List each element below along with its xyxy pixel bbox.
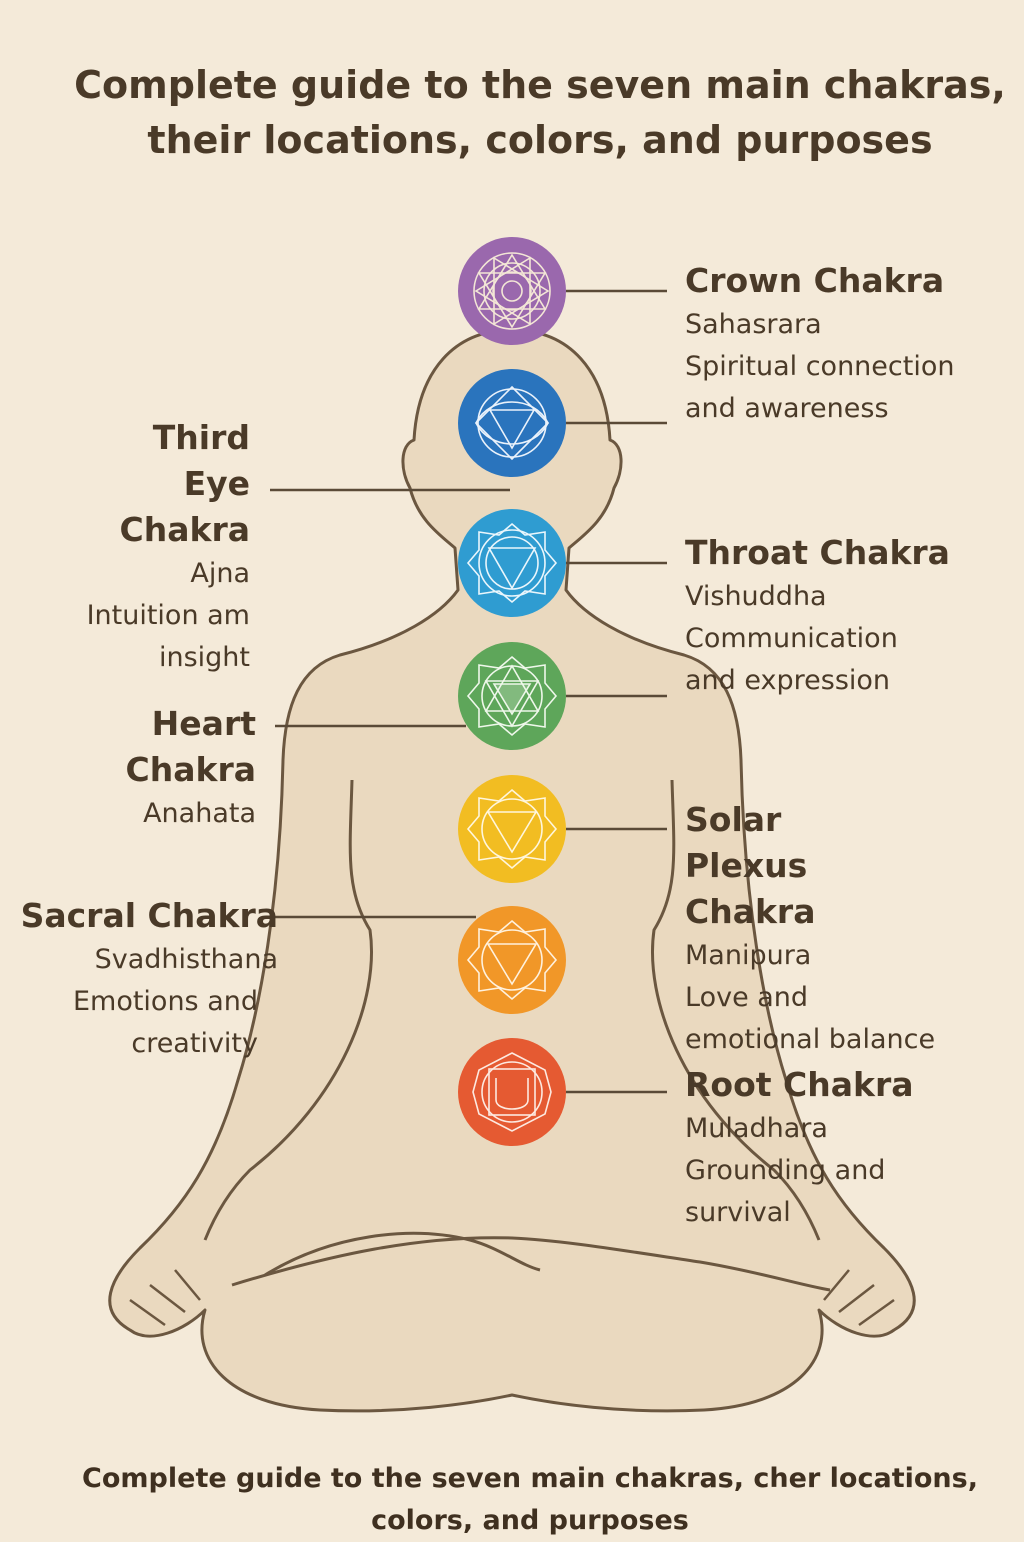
sacral-chakra-name: Sacral Chakra <box>20 896 278 935</box>
leg-fold-line <box>231 1236 831 1292</box>
heart-chakra-symbol <box>458 642 566 750</box>
heart-chakra-sanskrit: Anahata <box>143 798 256 829</box>
crown-chakra-sanskrit: Sahasrara <box>685 309 822 340</box>
root-chakra-symbol <box>458 1038 566 1146</box>
heart-chakra-name: Heart Chakra <box>125 704 256 789</box>
leader-lines <box>270 289 667 1094</box>
third-eye-chakra-symbol <box>458 369 566 477</box>
left-arm-line <box>203 779 373 1241</box>
throat-chakra-purpose: Communication and expression <box>685 623 898 696</box>
sacral-chakra-symbol <box>458 906 566 1014</box>
foot-line <box>264 1231 541 1277</box>
sacral-chakra-label: Sacral Chakra Svadhisthana Emotions and … <box>20 893 278 1065</box>
page-title: Complete guide to the seven main chakras… <box>74 63 1006 162</box>
root-chakra-label: Root Chakra Muladhara Grounding and surv… <box>685 1062 985 1234</box>
throat-chakra-symbol <box>458 509 566 617</box>
third-eye-chakra-sanskrit: Ajna <box>190 558 250 589</box>
root-chakra-purpose: Grounding and survival <box>685 1155 886 1228</box>
crown-chakra-purpose: Spiritual connection and awareness <box>685 351 955 424</box>
crown-chakra-symbol <box>458 237 566 345</box>
throat-chakra-name: Throat Chakra <box>685 533 950 572</box>
solar-plexus-chakra-label: Solar Plexus Chakra Manipura Love and em… <box>685 797 945 1061</box>
throat-chakra-label: Throat Chakra Vishuddha Communication an… <box>685 530 1005 702</box>
root-chakra-name: Root Chakra <box>685 1065 914 1104</box>
right-arm-line <box>651 779 821 1241</box>
heart-chakra-label: Heart Chakra Anahata <box>20 701 256 835</box>
page-footer-caption: Complete guide to the seven main chakras… <box>82 1463 978 1536</box>
solar-plexus-chakra-name: Solar Plexus Chakra <box>685 800 816 931</box>
solar-plexus-chakra-purpose: Love and emotional balance <box>685 982 936 1055</box>
third-eye-chakra-name: Third Eye Chakra <box>119 418 250 549</box>
crown-chakra-label: Crown Chakra Sahasrara Spiritual connect… <box>685 258 1005 430</box>
solar-plexus-chakra-symbol <box>458 775 566 883</box>
sacral-chakra-purpose: Emotions and creativity <box>72 986 258 1059</box>
solar-plexus-chakra-sanskrit: Manipura <box>685 940 812 971</box>
third-eye-chakra-label: Third Eye Chakra Ajna Intuition am insig… <box>40 415 250 679</box>
third-eye-chakra-purpose: Intuition am insight <box>86 600 250 673</box>
crown-chakra-name: Crown Chakra <box>685 261 945 300</box>
throat-chakra-sanskrit: Vishuddha <box>685 581 827 612</box>
right-hand-fingers <box>823 1269 895 1327</box>
root-chakra-sanskrit: Muladhara <box>685 1113 828 1144</box>
left-hand-fingers <box>129 1269 201 1327</box>
sacral-chakra-sanskrit: Svadhisthana <box>94 944 278 975</box>
